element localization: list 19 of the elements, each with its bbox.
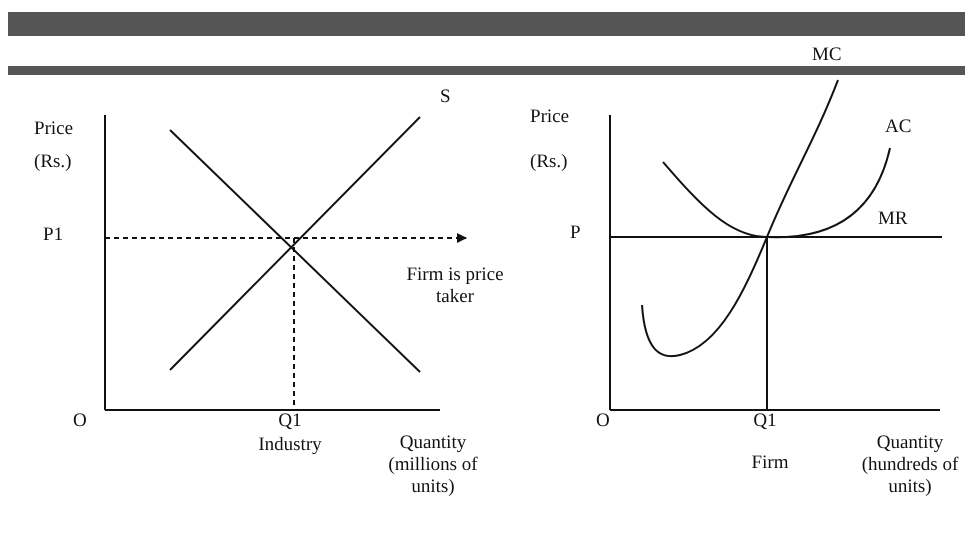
origin-label: O (73, 410, 88, 432)
origin-label: O (596, 410, 611, 432)
curve-label: MR (878, 208, 909, 230)
price-label: P1 (43, 224, 64, 246)
curve-label: S (440, 86, 452, 108)
curve-label: MC (812, 44, 843, 66)
axis-label: Quantity (millions of units) (387, 432, 479, 498)
axis-label: Price (34, 118, 74, 140)
curve-label: AC (885, 116, 912, 138)
price-label: P (570, 222, 582, 244)
quantity-label: Q1 (752, 410, 778, 432)
chart-caption: Firm (750, 452, 790, 474)
chart-caption: Industry (257, 434, 323, 456)
axis-label: (Rs.) (34, 151, 72, 173)
annotation: Firm is price taker (405, 264, 505, 308)
axis-label: (Rs.) (530, 151, 568, 173)
quantity-label: Q1 (277, 410, 303, 432)
axis-label: Price (530, 106, 570, 128)
axis-label: Quantity (hundreds of units) (860, 432, 960, 498)
